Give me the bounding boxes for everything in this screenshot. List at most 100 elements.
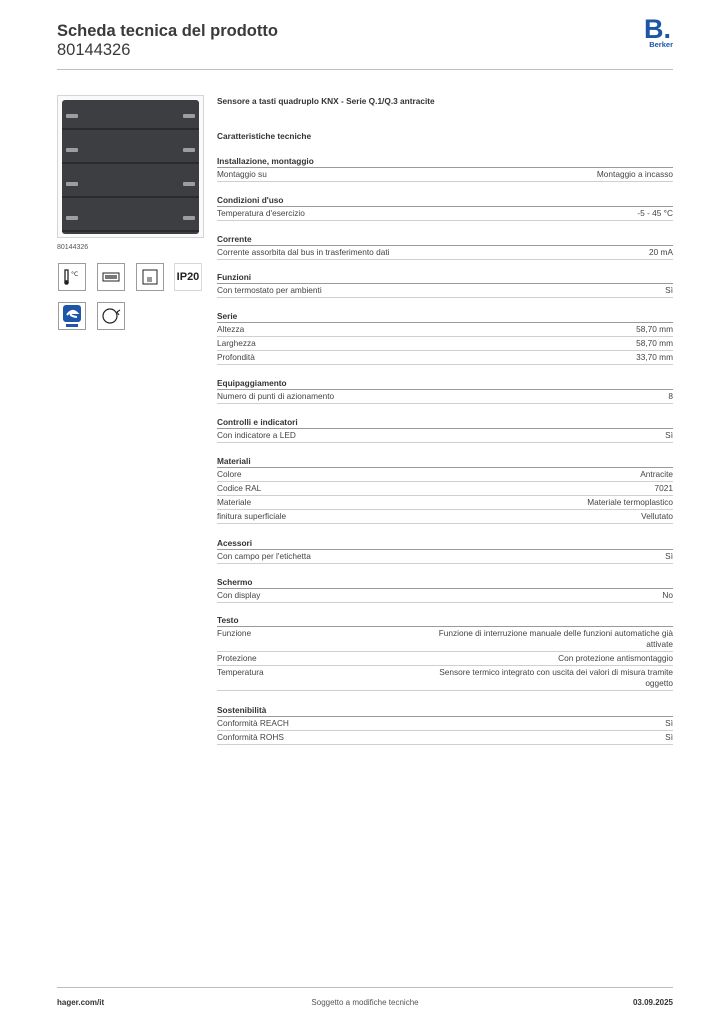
led-indicator — [183, 148, 195, 152]
spec-row: Con display No — [217, 589, 673, 603]
spec-label: Con termostato per ambienti — [217, 285, 322, 295]
rocker-1 — [62, 100, 199, 130]
specs-heading: Caratteristiche tecniche — [217, 131, 312, 141]
spec-label: Con indicatore a LED — [217, 430, 296, 440]
spec-row: Conformità REACH Sì — [217, 717, 673, 731]
spec-row: Protezione Con protezione antismontaggio — [217, 652, 673, 666]
spec-row: Materiale Materiale termoplastico — [217, 496, 673, 510]
logo-text: Berker — [649, 40, 673, 49]
led-indicator — [66, 114, 78, 118]
spec-label: Funzione — [217, 628, 252, 638]
spec-label: Temperatura — [217, 667, 264, 677]
section-condizioni: Condizioni d'uso Temperatura d'esercizio… — [217, 195, 673, 221]
spec-row: Altezza 58,70 mm — [217, 323, 673, 337]
display-icon — [97, 263, 125, 291]
section-acessori: Acessori Con campo per l'etichetta Sì — [217, 538, 673, 564]
section-controlli: Controlli e indicatori Con indicatore a … — [217, 417, 673, 443]
spec-label: Profondità — [217, 352, 255, 362]
spec-row: Con campo per l'etichetta Sì — [217, 550, 673, 564]
spec-row: Profondità 33,70 mm — [217, 351, 673, 365]
spec-value: Sì — [665, 430, 673, 440]
spec-label: Conformità ROHS — [217, 732, 284, 742]
logo-mark: B. — [644, 14, 671, 44]
product-info: Sensore a tasti quadruplo KNX - Serie Q.… — [217, 96, 673, 106]
spec-label: Con campo per l'etichetta — [217, 551, 311, 561]
spec-value: 7021 — [654, 483, 673, 493]
spec-label: Materiale — [217, 497, 252, 507]
spec-value: Sensore termico integrato con uscita dei… — [439, 667, 673, 688]
spec-value: Vellutato — [641, 511, 673, 521]
product-image — [57, 95, 204, 238]
spec-label: finitura superficiale — [217, 511, 287, 521]
thermometer-icon: °C — [58, 263, 86, 291]
section-title: Serie — [217, 311, 673, 323]
rocker-3 — [62, 168, 199, 198]
spec-row: Con indicatore a LED Sì — [217, 429, 673, 443]
spec-value: 20 mA — [649, 247, 673, 257]
spec-label: Larghezza — [217, 338, 256, 348]
ip-rating: IP20 — [176, 271, 200, 283]
spec-row: Numero di punti di azionamento 8 — [217, 390, 673, 404]
footer-website-link[interactable]: hager.com/it — [57, 998, 105, 1007]
spec-value: 58,70 mm — [636, 324, 673, 334]
spec-row: Colore Antracite — [217, 468, 673, 482]
section-sostenibilita: Sostenibilità Conformità REACH Sì Confor… — [217, 705, 673, 745]
knx-icon — [58, 302, 86, 330]
spec-value: Antracite — [640, 469, 673, 479]
section-title: Schermo — [217, 577, 673, 589]
spec-row: Codice RAL 7021 — [217, 482, 673, 496]
section-serie: Serie Altezza 58,70 mm Larghezza 58,70 m… — [217, 311, 673, 365]
spec-row: Con termostato per ambienti Sì — [217, 284, 673, 298]
spec-value: Montaggio a incasso — [596, 169, 673, 179]
spec-row: Corrente assorbita dal bus in trasferime… — [217, 246, 673, 260]
product-name: Sensore a tasti quadruplo KNX - Serie Q.… — [217, 96, 435, 106]
spec-value: Sì — [665, 551, 673, 561]
spec-row: finitura superficiale Vellutato — [217, 510, 673, 524]
section-equipaggiamento: Equipaggiamento Numero di punti di azion… — [217, 378, 673, 404]
spec-label: Numero di punti di azionamento — [217, 391, 335, 401]
section-title: Funzioni — [217, 272, 673, 284]
spec-label: Corrente assorbita dal bus in trasferime… — [217, 247, 390, 257]
spec-row: Temperatura Sensore termico integrato co… — [217, 666, 673, 691]
section-title: Controlli e indicatori — [217, 417, 673, 429]
rocker-2 — [62, 134, 199, 164]
spec-label: Montaggio su — [217, 169, 267, 179]
spec-value: 58,70 mm — [636, 338, 673, 348]
svg-text:°C: °C — [71, 271, 78, 278]
section-funzioni: Funzioni Con termostato per ambienti Sì — [217, 272, 673, 298]
section-materiali: Materiali Colore Antracite Codice RAL 70… — [217, 456, 673, 524]
led-indicator — [66, 148, 78, 152]
led-indicator — [66, 182, 78, 186]
ip20-icon: IP20 — [174, 263, 202, 291]
product-code: 80144326 — [57, 244, 89, 251]
section-title: Sostenibilità — [217, 705, 673, 717]
section-corrente: Corrente Corrente assorbita dal bus in t… — [217, 234, 673, 260]
spec-value: Con protezione antismontaggio — [558, 653, 673, 663]
page-header: Scheda tecnica del prodotto 80144326 B. … — [57, 16, 673, 70]
section-schermo: Schermo Con display No — [217, 577, 673, 603]
section-title: Condizioni d'uso — [217, 195, 673, 207]
led-indicator — [183, 182, 195, 186]
spec-label: Temperatura d'esercizio — [217, 208, 305, 218]
spec-value: Materiale termoplastico — [587, 497, 673, 507]
footer-notice: Soggetto a modifiche tecniche — [311, 998, 419, 1007]
article-number: 80144326 — [57, 41, 131, 59]
switch-plate — [62, 100, 199, 234]
section-testo: Testo Funzione Funzione di interruzione … — [217, 615, 673, 691]
rotation-icon — [97, 302, 125, 330]
spec-row: Conformità ROHS Sì — [217, 731, 673, 745]
spec-value: Sì — [665, 285, 673, 295]
section-title: Corrente — [217, 234, 673, 246]
led-indicator — [66, 216, 78, 220]
spec-value: No — [662, 590, 673, 600]
spec-value: 33,70 mm — [636, 352, 673, 362]
spec-value: Sì — [665, 718, 673, 728]
led-indicator — [183, 216, 195, 220]
spec-value: Sì — [665, 732, 673, 742]
section-title: Installazione, montaggio — [217, 156, 673, 168]
section-title: Testo — [217, 615, 673, 627]
berker-logo: B. Berker — [637, 16, 673, 52]
section-title: Equipaggiamento — [217, 378, 673, 390]
spec-value: 8 — [668, 391, 673, 401]
spec-label: Protezione — [217, 653, 257, 663]
